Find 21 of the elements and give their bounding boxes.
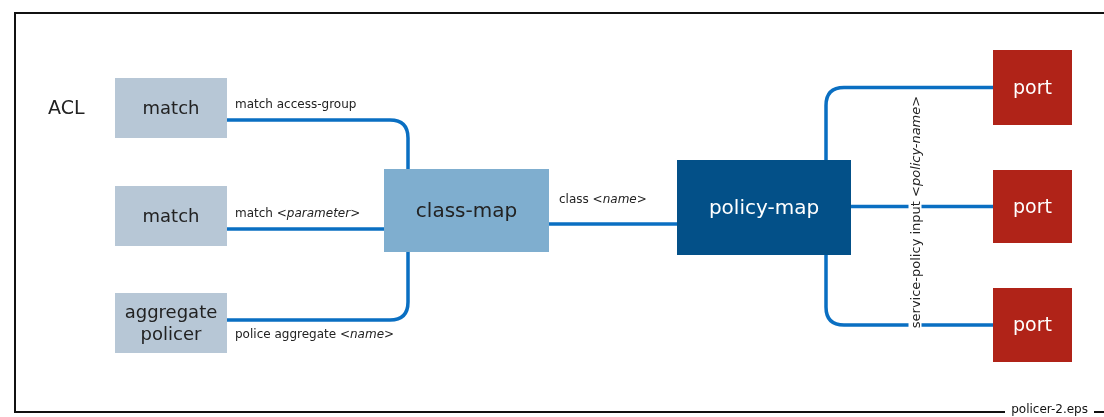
- connector-line: [227, 118, 410, 169]
- process-box: port: [993, 50, 1072, 125]
- edge-label: match <parameter>: [235, 207, 361, 219]
- connector-line: [549, 222, 677, 226]
- process-box: class-map: [384, 169, 549, 252]
- acl-label: ACL: [48, 96, 85, 118]
- connector-line: [851, 204, 993, 209]
- connector-line: [824, 85, 993, 160]
- edge-label: match access-group: [235, 98, 357, 110]
- process-box: match: [115, 186, 227, 246]
- connector-line: [227, 227, 384, 231]
- connector-line: [227, 252, 410, 322]
- process-box: match: [115, 78, 227, 138]
- edge-label: class <name>: [559, 193, 647, 205]
- process-box: policy-map: [677, 160, 851, 255]
- edge-label: police aggregate <name>: [235, 328, 395, 340]
- process-box: port: [993, 170, 1072, 243]
- file-name-caption: policer-2.eps: [1005, 402, 1094, 416]
- connector-line: [824, 255, 993, 327]
- process-box: aggregate policer: [115, 293, 227, 353]
- process-box: port: [993, 288, 1072, 362]
